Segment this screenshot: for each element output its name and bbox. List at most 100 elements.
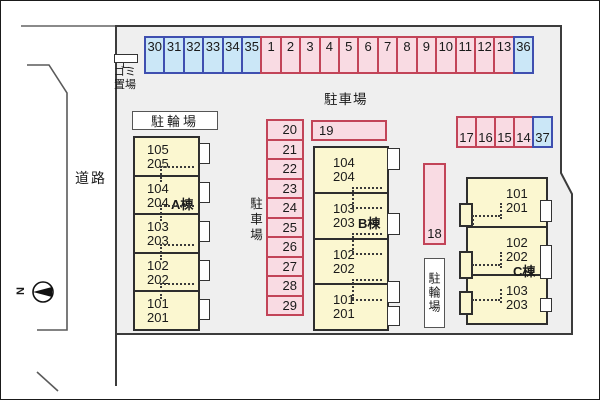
entry-path-dots — [160, 166, 194, 168]
parking-space-21: 21 — [266, 138, 304, 160]
porch — [387, 281, 400, 303]
parking-lot-label-side: 駐車場 — [248, 197, 262, 244]
parking-space-20: 20 — [266, 119, 304, 141]
road-edge-line — [36, 371, 59, 392]
porch — [199, 182, 210, 203]
parking-space-4: 4 — [318, 36, 341, 74]
entry-path-dots — [352, 299, 382, 301]
parking-space-33: 33 — [202, 36, 224, 74]
parking-space-17: 17 — [456, 116, 477, 148]
balcony-notch — [459, 203, 473, 227]
road-label: 道路 — [75, 170, 107, 186]
parking-space-12: 12 — [473, 36, 496, 74]
parking-space-13: 13 — [493, 36, 515, 74]
parking-space-22: 22 — [266, 158, 304, 180]
entry-path-dots — [160, 283, 162, 299]
compass-icon — [32, 281, 54, 303]
parking-space-25: 25 — [266, 216, 304, 238]
building-a-name: A棟 — [171, 197, 194, 212]
entry-path-dots — [472, 215, 474, 225]
garbage-area-icon — [114, 54, 138, 63]
porch — [199, 260, 210, 281]
porch — [199, 143, 210, 164]
entry-path-dots — [472, 215, 500, 217]
parking-lot-label-top: 駐車場 — [324, 92, 368, 107]
parking-space-27: 27 — [266, 255, 304, 277]
parking-row-top: 30 31 32 33 34 35 1 2 3 4 5 6 7 8 9 10 1… — [144, 36, 535, 74]
balcony-notch — [459, 251, 473, 279]
bike-parking-label-left: 駐輪場 — [132, 111, 218, 130]
parking-row-right: 17 16 15 14 37 — [456, 116, 553, 148]
parking-space-2: 2 — [279, 36, 302, 74]
parking-space-19: 19 — [311, 120, 387, 141]
parking-space-14: 14 — [513, 116, 534, 148]
compass-north-label: N — [14, 287, 27, 295]
entry-path-dots — [352, 187, 382, 189]
parking-space-23: 23 — [266, 177, 304, 199]
parking-space-36: 36 — [512, 36, 535, 74]
parking-space-34: 34 — [221, 36, 244, 74]
balcony-notch — [459, 291, 473, 315]
parking-space-5: 5 — [338, 36, 360, 74]
entry-path-dots — [160, 244, 162, 260]
entry-path-dots — [352, 253, 382, 255]
parking-space-37: 37 — [532, 116, 553, 148]
entry-path-dots — [352, 279, 382, 281]
parking-space-30: 30 — [144, 36, 166, 74]
entry-path-dots — [352, 233, 354, 253]
porch — [387, 148, 400, 170]
parking-space-28: 28 — [266, 275, 304, 297]
entry-path-dots — [500, 203, 502, 219]
road-edge-line — [27, 64, 68, 331]
porch — [199, 299, 210, 320]
garbage-area-icon — [123, 67, 129, 68]
parking-space-9: 9 — [415, 36, 438, 74]
parking-space-7: 7 — [376, 36, 399, 74]
entry-path-dots — [472, 299, 500, 301]
parking-space-8: 8 — [396, 36, 418, 74]
building-c-name: C棟 — [513, 264, 536, 279]
entry-path-dots — [352, 187, 354, 207]
entry-path-dots — [160, 166, 162, 182]
porch — [387, 306, 400, 326]
entry-path-dots — [352, 207, 382, 209]
parking-space-10: 10 — [435, 36, 457, 74]
porch — [199, 221, 210, 242]
entry-path-dots — [160, 205, 162, 221]
parking-space-35: 35 — [241, 36, 263, 74]
entry-path-dots — [352, 279, 354, 299]
parking-space-1: 1 — [260, 36, 282, 74]
entry-path-dots — [472, 264, 500, 266]
porch — [540, 245, 552, 279]
parking-space-6: 6 — [357, 36, 379, 74]
parking-space-15: 15 — [494, 116, 515, 148]
parking-space-32: 32 — [182, 36, 205, 74]
entry-path-dots — [500, 289, 502, 303]
entry-path-dots — [352, 233, 382, 235]
garbage-area-icon — [123, 63, 124, 68]
garbage-area-label: ゴミ 置場 — [114, 66, 136, 91]
bike-parking-label-right: 駐輪場 — [424, 258, 445, 328]
parking-space-24: 24 — [266, 197, 304, 219]
porch — [387, 213, 400, 235]
porch — [540, 200, 552, 222]
parking-space-3: 3 — [299, 36, 321, 74]
porch — [540, 298, 552, 312]
parking-space-11: 11 — [454, 36, 476, 74]
building-b-name: B棟 — [358, 216, 381, 231]
